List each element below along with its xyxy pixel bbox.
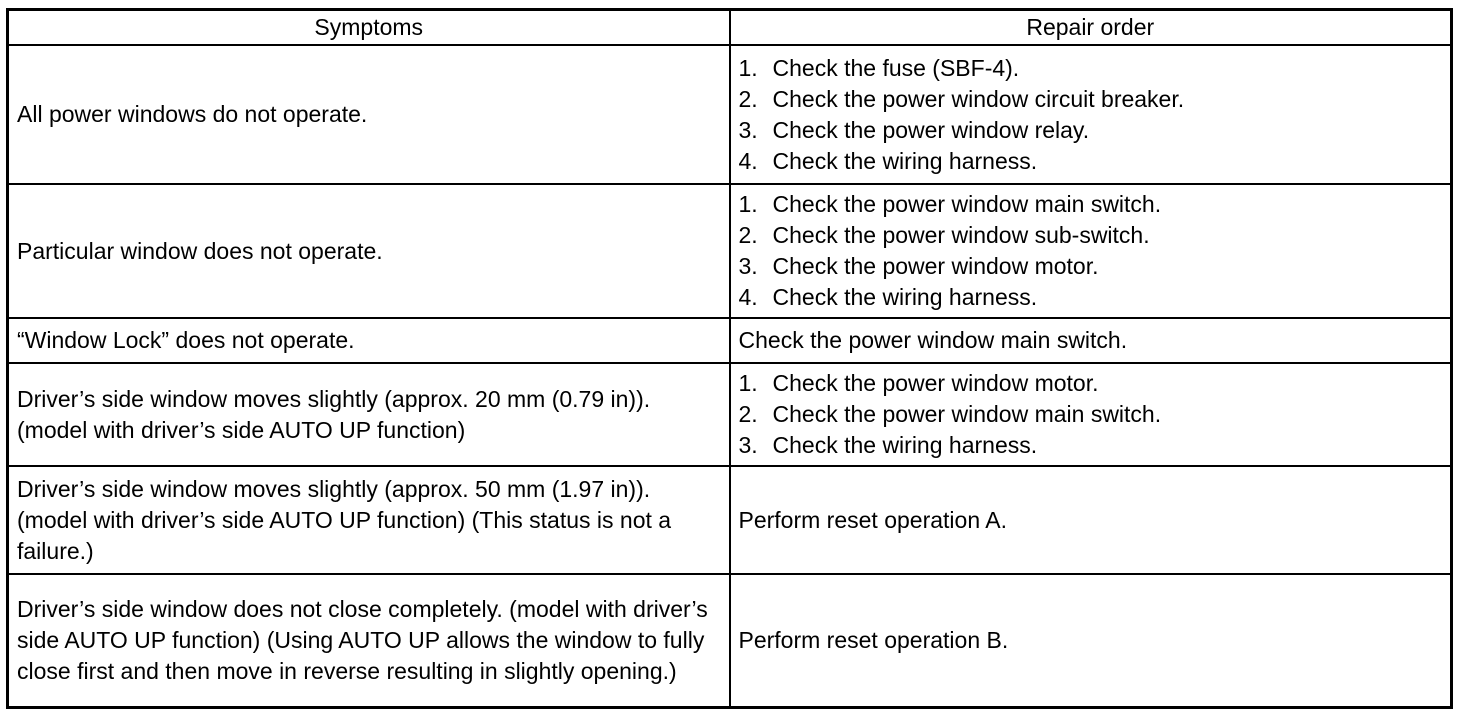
step-number: 2. xyxy=(738,222,758,248)
step-text: Check the power window main switch. xyxy=(772,191,1162,217)
header-row: Symptoms Repair order xyxy=(6,8,1453,46)
repair-step: 2. Check the power window main switch. xyxy=(739,399,1441,430)
symptom-cell: Driver’s side window does not close comp… xyxy=(6,573,731,709)
repair-cell: 1. Check the power window main switch. 2. C… xyxy=(728,183,1453,319)
step-number: 4. xyxy=(738,284,758,310)
step-number: 3. xyxy=(738,116,758,143)
step-number: 2. xyxy=(738,401,758,427)
step-text: Perform reset operation A. xyxy=(738,506,1007,533)
step-text: Check the fuse (SBF-4). xyxy=(772,54,1020,81)
repair-step: 1. Check the power window motor. xyxy=(739,368,1441,399)
header-cell-repair-order: Repair order xyxy=(728,8,1453,46)
repair-cell: Perform reset operation B. xyxy=(728,573,1453,709)
symptom-repair-table: Symptoms Repair order All power windows … xyxy=(6,8,1453,709)
table-header: Symptoms Repair order xyxy=(6,8,1453,46)
step-number: 3. xyxy=(738,432,758,458)
step-number: 2. xyxy=(738,85,758,112)
repair-cell: Check the power window main switch. xyxy=(728,317,1453,364)
table-row: Driver’s side window does not close comp… xyxy=(6,573,1453,709)
repair-step: 2. Check the power window circuit breaker… xyxy=(739,84,1441,115)
symptom-cell: Particular window does not operate. xyxy=(6,183,731,319)
step-text: Check the power window motor. xyxy=(772,370,1099,396)
step-text: Check the power window relay. xyxy=(772,116,1090,143)
symptom-cell: “Window Lock” does not operate. xyxy=(6,317,731,364)
table-row: Driver’s side window moves slightly (app… xyxy=(6,465,1453,575)
step-number: 1. xyxy=(738,370,758,396)
step-text: Check the power window main switch. xyxy=(772,401,1162,427)
step-number: 4. xyxy=(738,147,758,174)
step-text: Check the power window motor. xyxy=(772,253,1099,279)
table-row: All power windows do not operate. 1. Check… xyxy=(6,44,1453,185)
repair-step: 1. Check the power window main switch. xyxy=(739,189,1441,220)
repair-cell: Perform reset operation A. xyxy=(728,465,1453,575)
step-number: 1. xyxy=(738,54,758,81)
step-text: Check the wiring harness. xyxy=(772,147,1038,174)
step-text: Check the power window sub-switch. xyxy=(772,222,1150,248)
table-row: Particular window does not operate. 1. Che… xyxy=(6,183,1453,319)
repair-step: Perform reset operation A. xyxy=(739,505,1441,536)
step-text: Check the power window main switch. xyxy=(738,327,1128,353)
header-cell-symptoms: Symptoms xyxy=(6,8,731,46)
step-text: Check the wiring harness. xyxy=(772,432,1038,458)
repair-step: 4. Check the wiring harness. xyxy=(739,282,1441,313)
repair-cell: 1. Check the power window motor. 2. Check t… xyxy=(728,362,1453,467)
step-text: Check the power window circuit breaker. xyxy=(772,85,1185,112)
repair-step: Perform reset operation B. xyxy=(739,625,1441,656)
repair-step: 3. Check the power window motor. xyxy=(739,251,1441,282)
repair-step: 3. Check the wiring harness. xyxy=(739,430,1441,461)
table-row: “Window Lock” does not operate. Check the… xyxy=(6,317,1453,364)
step-number: 3. xyxy=(738,253,758,279)
step-text: Perform reset operation B. xyxy=(738,627,1009,653)
step-text: Check the wiring harness. xyxy=(772,284,1038,310)
repair-cell: 1. Check the fuse (SBF-4). 2. Check the pow… xyxy=(728,44,1453,185)
step-number: 1. xyxy=(738,191,758,217)
symptom-cell: Driver’s side window moves slightly (app… xyxy=(6,465,731,575)
symptom-cell: Driver’s side window moves slightly (app… xyxy=(6,362,731,467)
manual-page: Symptoms Repair order All power windows … xyxy=(6,8,1453,709)
repair-step: 4. Check the wiring harness. xyxy=(739,146,1441,177)
table-body: All power windows do not operate. 1. Check… xyxy=(6,44,1453,709)
repair-step: 2. Check the power window sub-switch. xyxy=(739,220,1441,251)
repair-step: 1. Check the fuse (SBF-4). xyxy=(739,53,1441,84)
repair-step: 3. Check the power window relay. xyxy=(739,115,1441,146)
symptom-cell: All power windows do not operate. xyxy=(6,44,731,185)
table-row: Driver’s side window moves slightly (app… xyxy=(6,362,1453,467)
repair-step: Check the power window main switch. xyxy=(739,325,1441,356)
